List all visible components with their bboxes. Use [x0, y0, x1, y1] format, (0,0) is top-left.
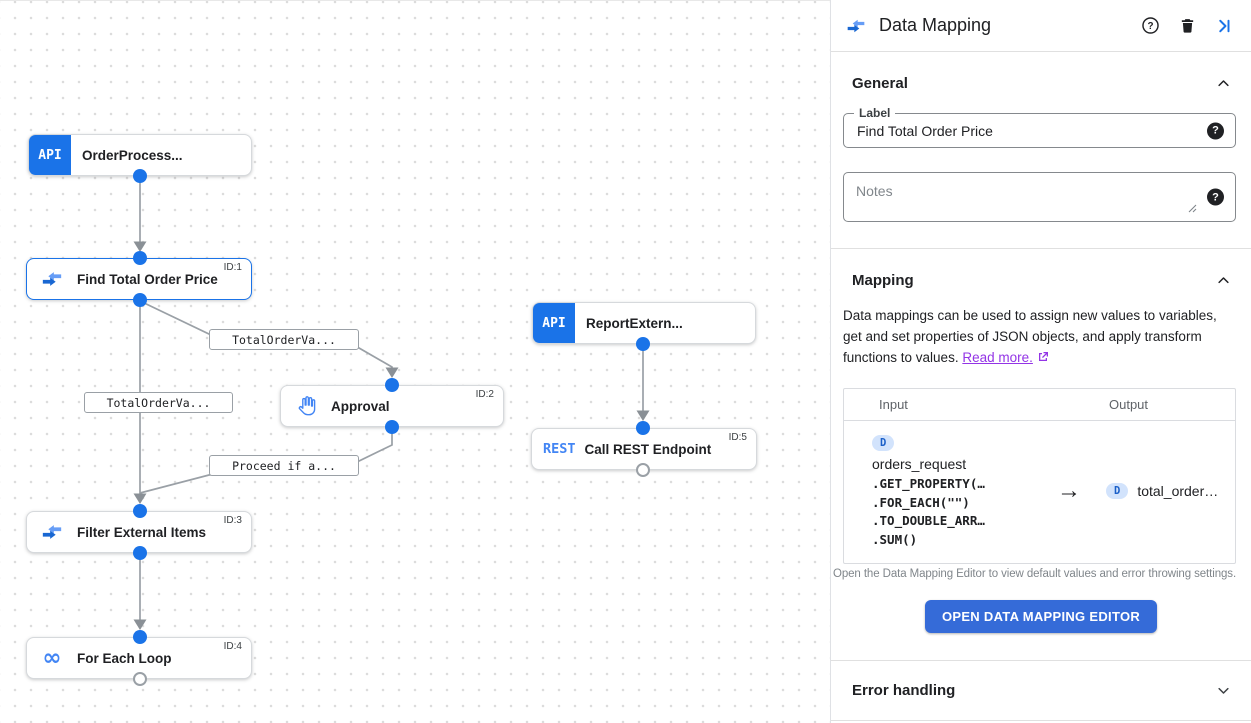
arrowhead-icon — [133, 241, 147, 252]
node-title: OrderProcess... — [82, 147, 183, 163]
mapping-summary-table: Input Output D orders_request .GET_PROPE… — [843, 388, 1236, 564]
datatype-badge: D — [872, 435, 895, 451]
arrowhead-icon — [385, 367, 399, 378]
node-title: For Each Loop — [77, 650, 172, 666]
general-heading: General — [852, 75, 908, 92]
mapping-section-header[interactable]: Mapping — [831, 272, 1251, 289]
node-id-label: ID:1 — [223, 262, 242, 273]
connection-dot[interactable] — [133, 251, 147, 265]
api-trigger-badge: API — [29, 135, 71, 175]
node-id-label: ID:4 — [223, 641, 242, 652]
connection-dot[interactable] — [133, 504, 147, 518]
node-title: Find Total Order Price — [77, 271, 218, 287]
data-mapping-icon — [846, 16, 866, 36]
notes-textarea[interactable] — [844, 173, 1235, 216]
transform-functions: .GET_PROPERTY(… .FOR_EACH("") .TO_DOUBLE… — [872, 476, 985, 547]
mapping-helper-text: Open the Data Mapping Editor to view def… — [833, 568, 1237, 580]
rest-badge: REST — [543, 441, 576, 457]
mapping-output-cell: D total_order… — [1106, 433, 1227, 549]
section-divider — [831, 720, 1251, 721]
label-field: Label ? — [843, 106, 1236, 148]
delete-icon[interactable] — [1177, 16, 1197, 36]
connection-dot[interactable] — [636, 421, 650, 435]
chevron-up-icon[interactable] — [1216, 76, 1231, 91]
connection-dot[interactable] — [385, 378, 399, 392]
svg-text:?: ? — [1147, 21, 1153, 32]
node-orderprocess-trigger[interactable]: API OrderProcess... — [28, 134, 252, 176]
label-input[interactable] — [844, 114, 1235, 147]
mapping-description: Data mappings can be used to assign new … — [843, 305, 1236, 369]
connection-dot[interactable] — [385, 420, 399, 434]
edge-label-proceed-if[interactable]: Proceed if a... — [209, 455, 359, 476]
node-reportextern-trigger[interactable]: API ReportExtern... — [532, 302, 756, 344]
notes-field: ? — [843, 172, 1236, 222]
help-icon[interactable]: ? — [1140, 16, 1160, 36]
workflow-canvas[interactable]: TotalOrderVa... TotalOrderVa... Proceed … — [0, 0, 830, 723]
infinity-loop-icon: ∞ — [42, 645, 62, 671]
general-section-header[interactable]: General — [831, 75, 1251, 92]
edge-layer — [133, 176, 650, 630]
section-divider — [831, 248, 1251, 249]
arrowhead-icon — [133, 493, 147, 504]
resize-handle-icon[interactable] — [1188, 200, 1197, 218]
section-divider — [831, 660, 1251, 661]
collapse-panel-icon[interactable] — [1214, 16, 1234, 36]
connection-dot[interactable] — [636, 337, 650, 351]
input-column-header: Input — [879, 397, 908, 412]
arrow-right-icon: → — [1057, 477, 1081, 504]
chevron-down-icon[interactable] — [1216, 683, 1231, 698]
panel-title: Data Mapping — [879, 15, 992, 35]
connection-dot[interactable] — [133, 546, 147, 560]
open-data-mapping-editor-button[interactable]: OPEN DATA MAPPING EDITOR — [924, 600, 1158, 633]
mapping-heading: Mapping — [852, 272, 914, 289]
help-filled-icon[interactable]: ? — [1207, 188, 1224, 206]
edge-label-totalorderva-2[interactable]: TotalOrderVa... — [84, 392, 233, 413]
read-more-link[interactable]: Read more. — [962, 350, 1033, 365]
data-mapping-icon — [41, 521, 63, 543]
arrowhead-icon — [636, 410, 650, 421]
edge-label-totalorderva-1[interactable]: TotalOrderVa... — [209, 329, 359, 350]
chevron-up-icon[interactable] — [1216, 273, 1231, 288]
connection-dot[interactable] — [133, 293, 147, 307]
input-variable-name: orders_request — [872, 456, 967, 472]
edge-find-to-approval[interactable] — [139, 300, 393, 368]
external-link-icon — [1037, 348, 1049, 369]
node-title: ReportExtern... — [586, 315, 683, 331]
node-title: Call REST Endpoint — [584, 441, 712, 457]
node-id-label: ID:2 — [475, 389, 494, 400]
connection-dot-empty[interactable] — [133, 672, 147, 686]
api-trigger-badge: API — [533, 303, 575, 343]
datatype-badge: D — [1106, 483, 1129, 499]
connection-dot[interactable] — [133, 630, 147, 644]
connection-dot-empty[interactable] — [636, 463, 650, 477]
config-panel: Data Mapping ? General — [830, 0, 1251, 723]
help-filled-icon[interactable]: ? — [1207, 122, 1224, 139]
output-column-header: Output — [1109, 397, 1149, 412]
label-field-caption: Label — [854, 106, 896, 120]
approval-hand-icon — [295, 395, 317, 417]
node-title: Filter External Items — [77, 524, 207, 540]
connection-dot[interactable] — [133, 169, 147, 183]
mapping-table-row[interactable]: D orders_request .GET_PROPERTY(… .FOR_EA… — [844, 421, 1235, 563]
error-handling-heading: Error handling — [852, 682, 956, 699]
node-id-label: ID:5 — [728, 432, 747, 443]
node-title: Approval — [331, 398, 390, 414]
data-mapping-icon — [41, 268, 63, 290]
arrowhead-icon — [133, 619, 147, 630]
node-id-label: ID:3 — [223, 515, 242, 526]
mapping-input-cell: D orders_request .GET_PROPERTY(… .FOR_EA… — [872, 433, 1032, 549]
mapping-table-header: Input Output — [844, 389, 1235, 421]
panel-header: Data Mapping ? — [831, 0, 1251, 52]
output-variable-name: total_order… — [1137, 483, 1219, 499]
edge-approval-to-filter[interactable] — [139, 427, 393, 494]
error-handling-section-header[interactable]: Error handling — [831, 661, 1251, 720]
